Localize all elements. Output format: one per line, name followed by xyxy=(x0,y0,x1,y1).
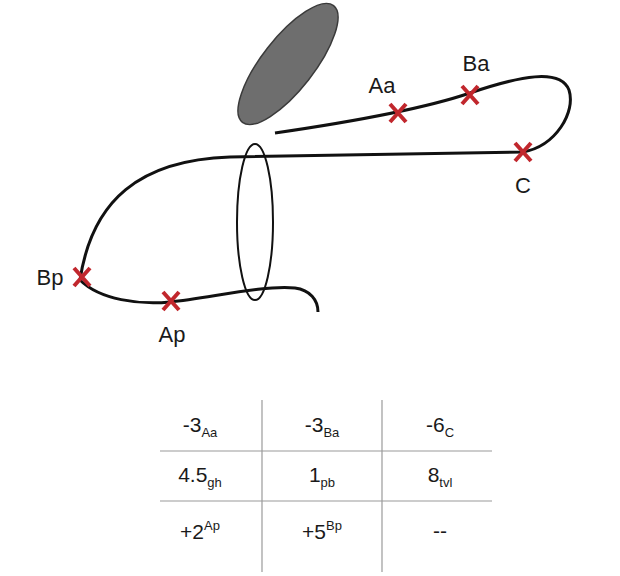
measurement-value: +2 xyxy=(180,520,204,543)
measurement-value: -- xyxy=(433,519,447,542)
point-label: C xyxy=(515,175,531,197)
measurement-value: 8 xyxy=(428,463,440,486)
point-label: Ap xyxy=(159,324,186,346)
table-cell: +5Bp xyxy=(302,519,342,542)
table-cell: 4.5gh xyxy=(178,464,222,489)
table-cell: -- xyxy=(433,520,447,541)
table-cell: -6C xyxy=(426,414,454,439)
grid-line xyxy=(160,450,492,451)
measurement-value: +5 xyxy=(302,520,326,543)
point-name: gh xyxy=(207,475,221,490)
measurement-value: -3 xyxy=(305,413,324,436)
measurement-value: 1 xyxy=(309,463,321,486)
hymen-ring xyxy=(237,144,273,300)
point-name: C xyxy=(445,425,454,440)
table-cell: -3Aa xyxy=(183,414,218,439)
x-mark xyxy=(163,292,179,310)
measurement-value: -3 xyxy=(183,413,202,436)
point-name: Ba xyxy=(323,425,339,440)
x-mark xyxy=(462,86,478,104)
measurement-value: -6 xyxy=(426,413,445,436)
point-name: tvl xyxy=(439,475,452,490)
x-mark xyxy=(390,104,406,122)
point-label: Aa xyxy=(369,75,396,97)
table-cell: 8tvl xyxy=(428,464,453,489)
vaginal-wall-line xyxy=(80,77,570,312)
cervix-shape xyxy=(222,0,354,138)
x-mark xyxy=(74,268,90,286)
grid-line xyxy=(381,400,382,572)
table-cell: +2Ap xyxy=(180,519,220,542)
grid-line xyxy=(261,400,262,572)
point-markers xyxy=(74,86,531,310)
point-name: pb xyxy=(321,475,335,490)
x-mark xyxy=(515,143,531,161)
table-cell: 1pb xyxy=(309,464,335,489)
point-label: Ba xyxy=(463,53,490,75)
point-label: Bp xyxy=(37,267,64,289)
grid-lines xyxy=(160,400,492,572)
point-name: Aa xyxy=(201,425,217,440)
point-name: Ap xyxy=(204,518,220,533)
grid-line xyxy=(160,500,492,501)
table-cell: -3Ba xyxy=(305,414,340,439)
point-name: Bp xyxy=(326,518,342,533)
measurement-value: 4.5 xyxy=(178,463,207,486)
